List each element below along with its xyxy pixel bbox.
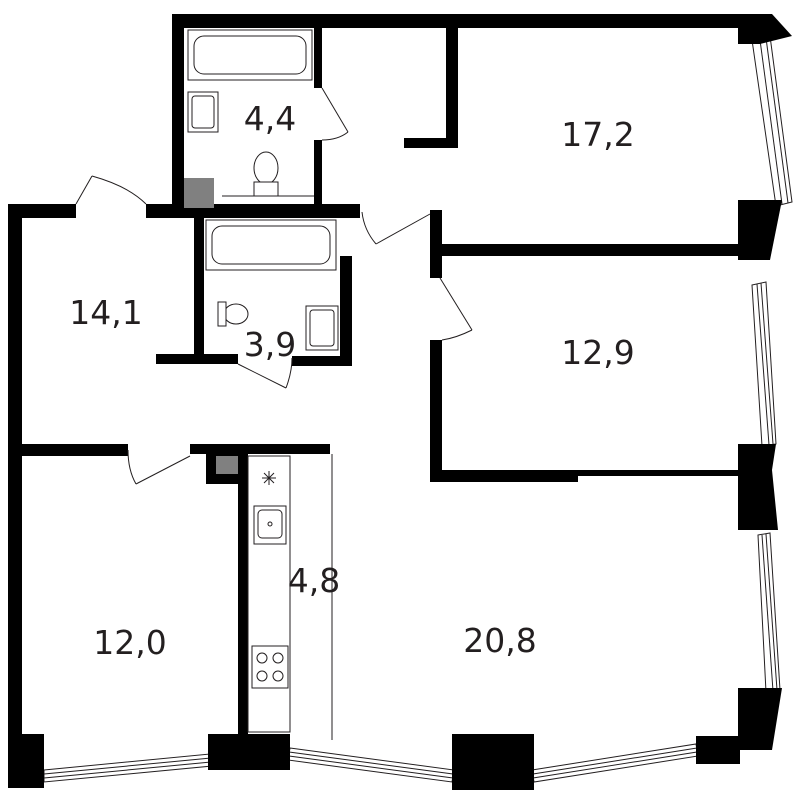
- area-bathroom-middle: 3,9: [244, 325, 296, 364]
- window-bottom-left: [43, 753, 213, 783]
- fridge-icon: [262, 471, 276, 485]
- kitchen-counter: [247, 455, 291, 733]
- area-bedroom-middle-right: 12,9: [561, 333, 634, 372]
- area-bedroom-top-right: 17,2: [561, 115, 634, 154]
- window-bottom-right-corner: [531, 743, 699, 783]
- window-bottom-right: [757, 532, 781, 693]
- area-living-room: 20,8: [463, 621, 536, 660]
- doors: [75, 87, 473, 485]
- toilet-middle: [223, 303, 249, 325]
- area-labels: 4,4 17,2 14,1 3,9 12,9 4,8 12,0 20,8: [69, 99, 634, 662]
- toilet-top: [253, 151, 279, 185]
- window-bottom-center: [287, 747, 455, 783]
- window-middle-right: [751, 281, 777, 447]
- area-bedroom-bottom-left: 12,0: [93, 623, 166, 662]
- walls: [8, 14, 792, 790]
- area-kitchen: 4,8: [288, 561, 340, 600]
- ventilation-shafts: [184, 178, 238, 474]
- window-top-right: [751, 35, 793, 207]
- stove: [251, 645, 289, 689]
- fixtures: [187, 29, 339, 740]
- area-room-left: 14,1: [69, 293, 142, 332]
- area-bathroom-top: 4,4: [244, 99, 296, 138]
